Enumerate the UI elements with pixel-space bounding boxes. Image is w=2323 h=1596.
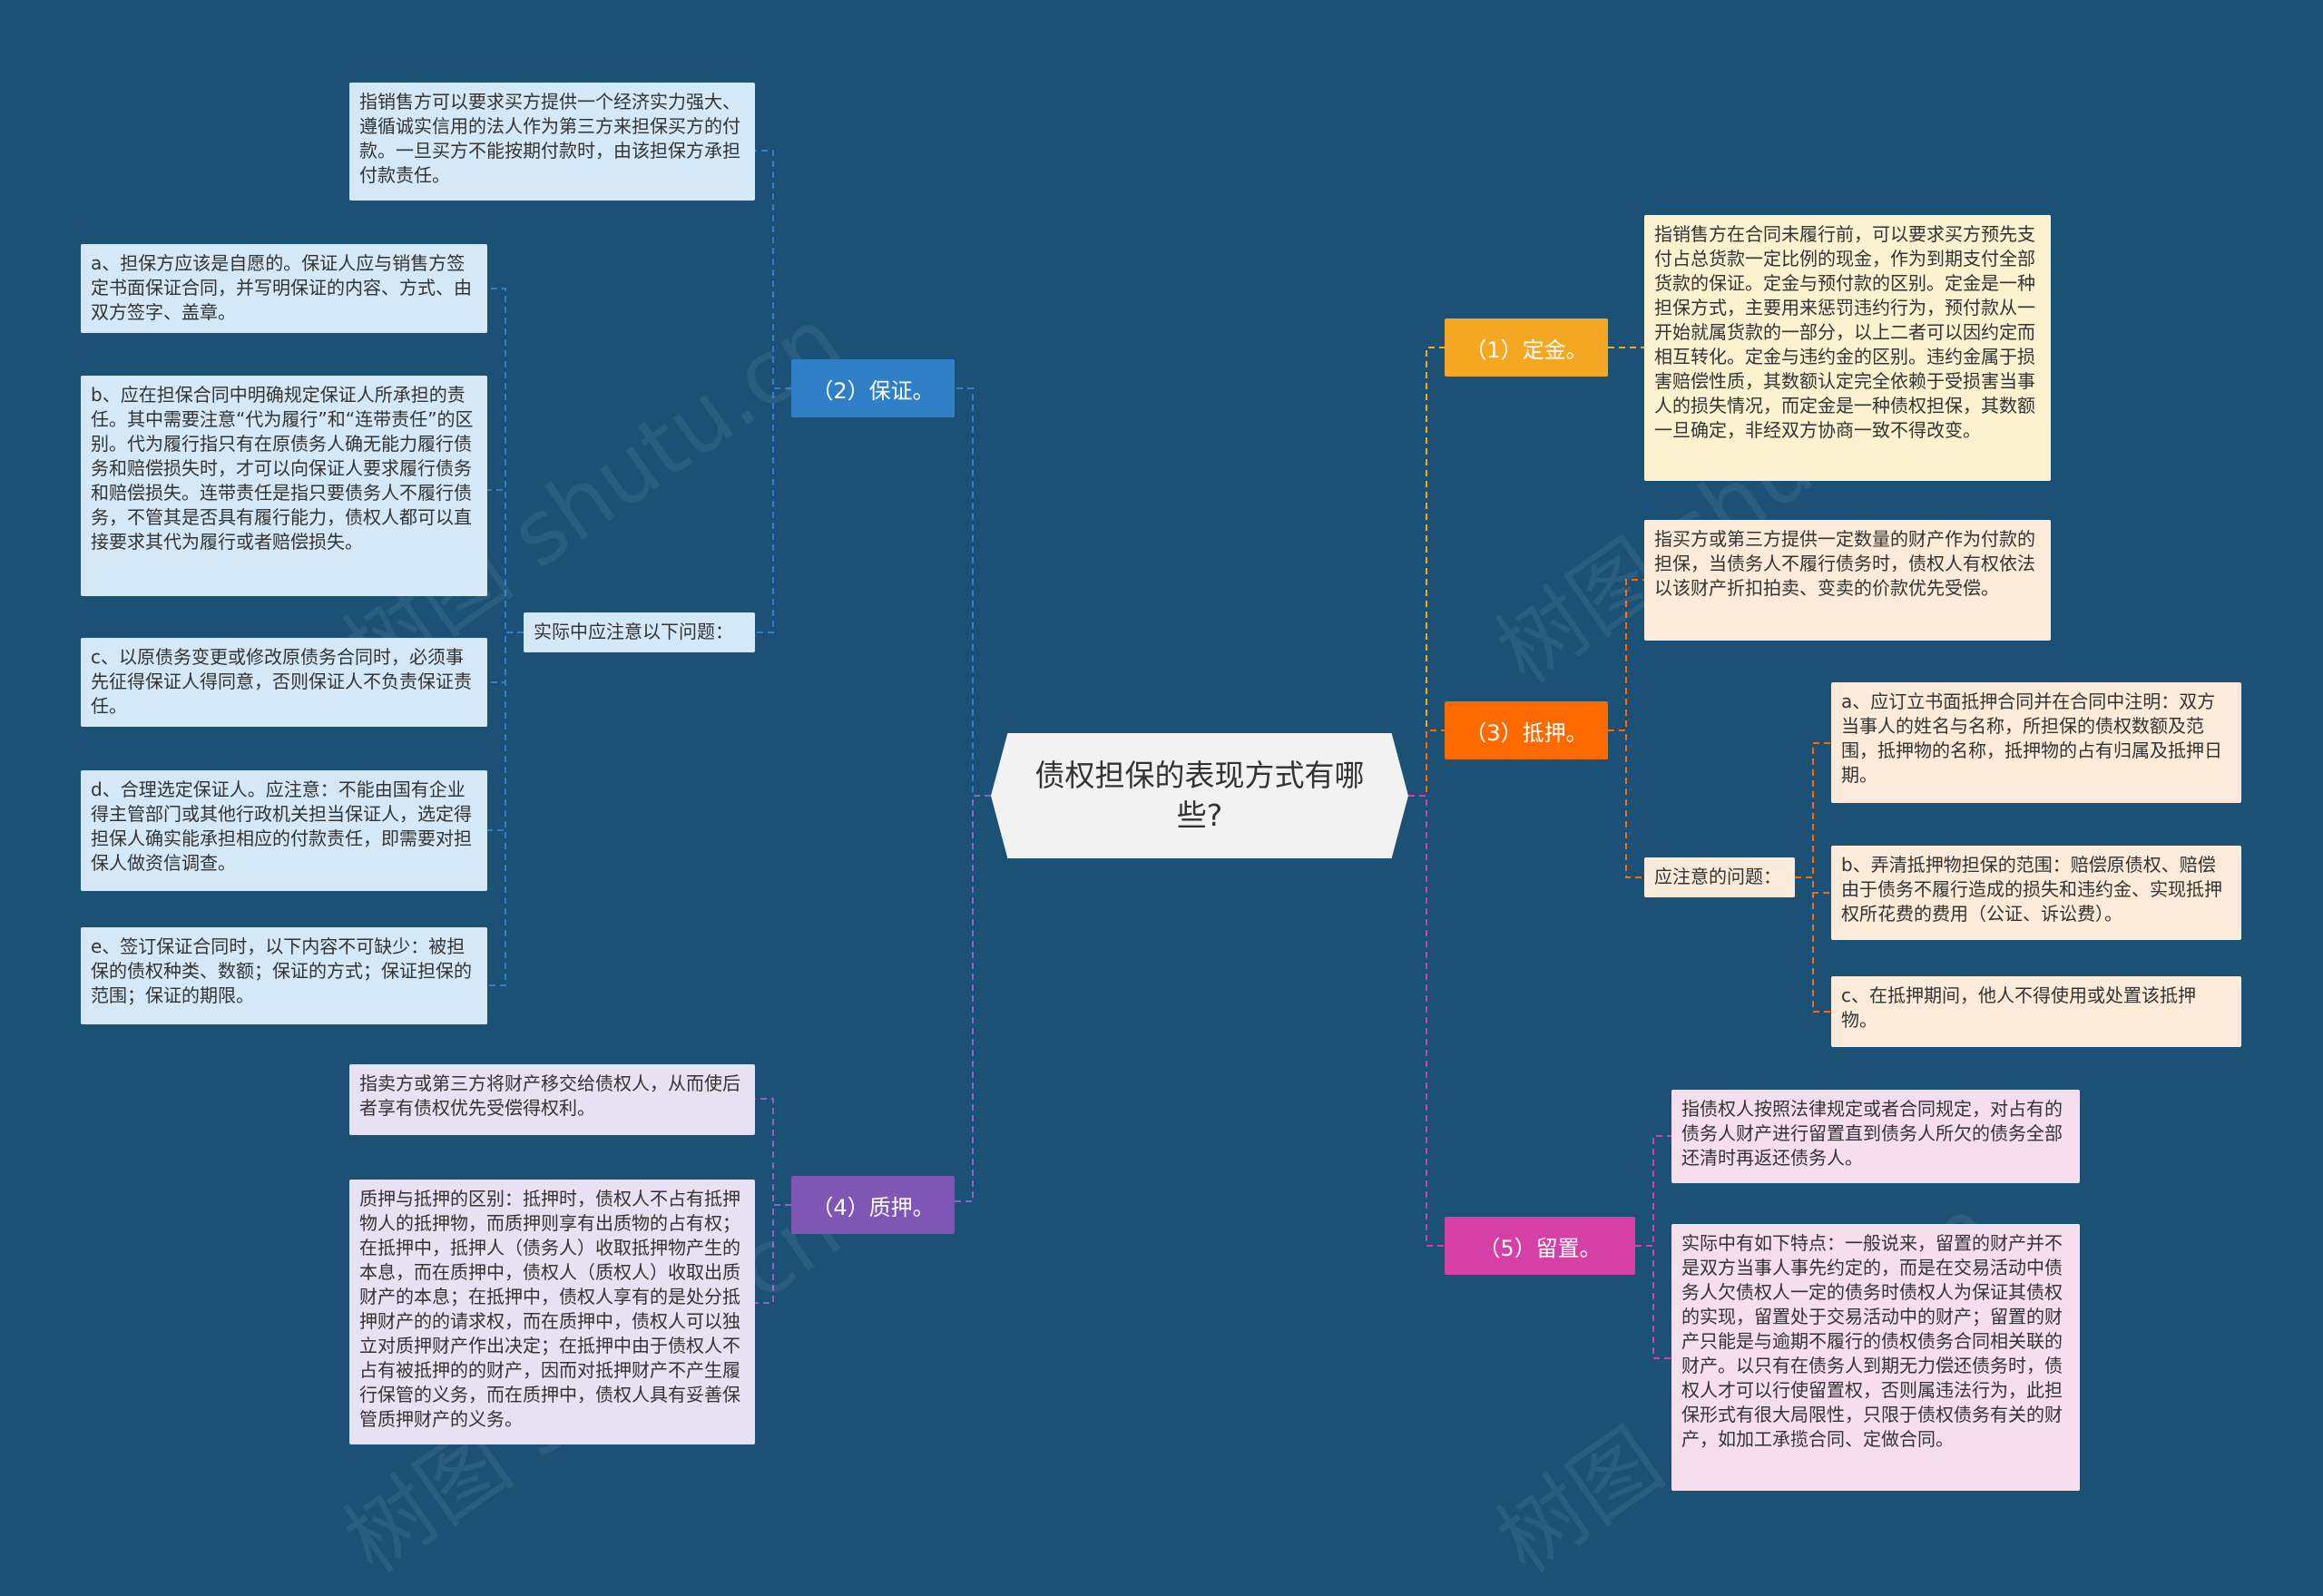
guarantee-item-c: c、以原债务变更或修改原债务合同时，必须事先征得保证人得同意，否则保证人不负责保… — [81, 638, 487, 727]
guarantee-item-d: d、合理选定保证人。应注意：不能由国有企业得主管部门或其他行政机关担当保证人，选… — [81, 770, 487, 891]
mortgage-item-a: a、应订立书面抵押合同并在合同中注明：双方当事人的姓名与名称，所担保的债权数额及… — [1831, 682, 2241, 803]
branch-guarantee-label: （2）保证。 — [811, 377, 935, 404]
guarantee-item-e-text: e、签订保证合同时，以下内容不可缺少：被担保的债权种类、数额；保证的方式；保证担… — [91, 935, 472, 1006]
branch-lien-label: （5）留置。 — [1478, 1235, 1602, 1261]
mortgage-notice[interactable]: 应注意的问题： — [1644, 857, 1795, 897]
guarantee-item-d-text: d、合理选定保证人。应注意：不能由国有企业得主管部门或其他行政机关担当保证人，选… — [91, 778, 472, 874]
guarantee-item-e: e、签订保证合同时，以下内容不可缺少：被担保的债权种类、数额；保证的方式；保证担… — [81, 927, 487, 1024]
pledge-detail: 质押与抵押的区别：抵押时，债权人不占有抵押物人的抵押物，而质押则享有出质物的占有… — [349, 1180, 755, 1444]
guarantee-item-b: b、应在担保合同中明确规定保证人所承担的责任。其中需要注意“代为履行”和“连带责… — [81, 376, 487, 596]
pledge-description-text: 指卖方或第三方将财产移交给债权人，从而使后者享有债权优先受偿得权利。 — [359, 1072, 740, 1119]
guarantee-item-b-text: b、应在担保合同中明确规定保证人所承担的责任。其中需要注意“代为履行”和“连带责… — [91, 384, 474, 553]
guarantee-notice[interactable]: 实际中应注意以下问题： — [524, 612, 755, 652]
mortgage-item-b-text: b、弄清抵押物担保的范围：赔偿原债权、赔偿由于债务不履行造成的损失和违约金、实现… — [1841, 854, 2222, 925]
guarantee-item-a: a、担保方应该是自愿的。保证人应与销售方签定书面保证合同，并写明保证的内容、方式… — [81, 244, 487, 333]
branch-guarantee[interactable]: （2）保证。 — [791, 359, 955, 417]
lien-detail: 实际中有如下特点：一般说来，留置的财产并不是双方当事人事先约定的，而是在交易活动… — [1671, 1224, 2080, 1491]
deposit-description-text: 指销售方在合同未履行前，可以要求买方预先支付占总货款一定比例的现金，作为到期支付… — [1654, 223, 2035, 441]
mortgage-item-b: b、弄清抵押物担保的范围：赔偿原债权、赔偿由于债务不履行造成的损失和违约金、实现… — [1831, 846, 2241, 940]
branch-pledge-label: （4）质押。 — [811, 1194, 935, 1220]
guarantee-description: 指销售方可以要求买方提供一个经济实力强大、遵循诚实信用的法人作为第三方来担保买方… — [349, 83, 755, 201]
branch-deposit[interactable]: （1）定金。 — [1445, 318, 1608, 377]
mortgage-description-text: 指买方或第三方提供一定数量的财产作为付款的担保，当债务人不履行债务时，债权人有权… — [1654, 528, 2035, 599]
root-topic[interactable]: 债权担保的表现方式有哪些? — [991, 733, 1408, 858]
lien-description: 指债权人按照法律规定或者合同规定，对占有的债务人财产进行留置直到债务人所欠的债务… — [1671, 1090, 2080, 1183]
mortgage-notice-text: 应注意的问题： — [1654, 866, 1781, 887]
root-title: 债权担保的表现方式有哪些? — [1034, 758, 1365, 833]
mortgage-description: 指买方或第三方提供一定数量的财产作为付款的担保，当债务人不履行债务时，债权人有权… — [1644, 520, 2051, 641]
branch-deposit-label: （1）定金。 — [1465, 337, 1588, 363]
branch-lien[interactable]: （5）留置。 — [1445, 1217, 1635, 1275]
deposit-description: 指销售方在合同未履行前，可以要求买方预先支付占总货款一定比例的现金，作为到期支付… — [1644, 215, 2051, 481]
guarantee-item-a-text: a、担保方应该是自愿的。保证人应与销售方签定书面保证合同，并写明保证的内容、方式… — [91, 252, 472, 323]
guarantee-item-c-text: c、以原债务变更或修改原债务合同时，必须事先征得保证人得同意，否则保证人不负责保… — [91, 646, 472, 717]
branch-mortgage-label: （3）抵押。 — [1465, 720, 1588, 746]
guarantee-description-text: 指销售方可以要求买方提供一个经济实力强大、遵循诚实信用的法人作为第三方来担保买方… — [359, 91, 740, 186]
branch-mortgage[interactable]: （3）抵押。 — [1445, 701, 1608, 759]
guarantee-notice-text: 实际中应注意以下问题： — [534, 621, 733, 642]
mortgage-item-c-text: c、在抵押期间，他人不得使用或处置该抵押物。 — [1841, 984, 2196, 1031]
mortgage-item-a-text: a、应订立书面抵押合同并在合同中注明：双方当事人的姓名与名称，所担保的债权数额及… — [1841, 690, 2222, 786]
pledge-detail-text: 质押与抵押的区别：抵押时，债权人不占有抵押物人的抵押物，而质押则享有出质物的占有… — [359, 1188, 740, 1430]
mortgage-item-c: c、在抵押期间，他人不得使用或处置该抵押物。 — [1831, 976, 2241, 1047]
pledge-description: 指卖方或第三方将财产移交给债权人，从而使后者享有债权优先受偿得权利。 — [349, 1064, 755, 1135]
lien-description-text: 指债权人按照法律规定或者合同规定，对占有的债务人财产进行留置直到债务人所欠的债务… — [1681, 1098, 2063, 1169]
lien-detail-text: 实际中有如下特点：一般说来，留置的财产并不是双方当事人事先约定的，而是在交易活动… — [1681, 1232, 2063, 1450]
branch-pledge[interactable]: （4）质押。 — [791, 1176, 955, 1234]
